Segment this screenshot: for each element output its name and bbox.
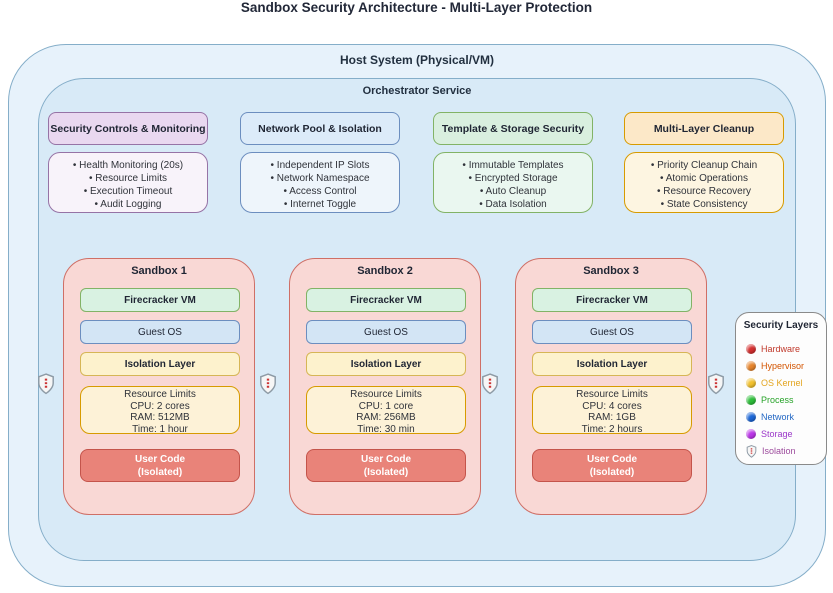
hardware-dot-icon bbox=[746, 344, 756, 354]
isolation-layer-box: Isolation Layer bbox=[532, 352, 692, 376]
legend-label: Network bbox=[761, 412, 795, 422]
firecracker-vm-box: Firecracker VM bbox=[532, 288, 692, 312]
user-code-box: User Code (Isolated) bbox=[80, 449, 240, 482]
shield-icon bbox=[260, 373, 276, 395]
hypervisor-dot-icon bbox=[746, 361, 756, 371]
legend-label: Process bbox=[761, 395, 794, 405]
resource-limits-title: Resource Limits bbox=[576, 389, 648, 400]
diagram-title: Sandbox Security Architecture - Multi-La… bbox=[240, 0, 593, 15]
legend-item-process: Process bbox=[746, 394, 794, 406]
service-details-template-storage: • Immutable Templates • Encrypted Storag… bbox=[433, 152, 593, 213]
resource-cpu: CPU: 2 cores bbox=[130, 400, 190, 412]
shield-icon bbox=[746, 444, 757, 458]
service-detail-item: • Network Namespace bbox=[270, 173, 370, 184]
resource-ram: RAM: 512MB bbox=[130, 412, 190, 423]
host-system-label: Host System (Physical/VM) bbox=[339, 53, 495, 67]
service-details-cleanup: • Priority Cleanup Chain • Atomic Operat… bbox=[624, 152, 784, 213]
sandbox-3: Sandbox 3 Firecracker VM Guest OS Isolat… bbox=[515, 258, 707, 515]
resource-cpu: CPU: 4 cores bbox=[582, 400, 642, 412]
sandbox-title: Sandbox 2 bbox=[357, 265, 413, 277]
resource-ram: RAM: 256MB bbox=[356, 412, 416, 423]
user-code-line: (Isolated) bbox=[137, 467, 183, 478]
service-detail-item: • Health Monitoring (20s) bbox=[72, 160, 184, 171]
service-detail-item: • Priority Cleanup Chain bbox=[650, 160, 758, 171]
isolation-layer-box: Isolation Layer bbox=[306, 352, 466, 376]
user-code-box: User Code (Isolated) bbox=[306, 449, 466, 482]
sandbox-2: Sandbox 2 Firecracker VM Guest OS Isolat… bbox=[289, 258, 481, 515]
os-kernel-dot-icon bbox=[746, 378, 756, 388]
firecracker-vm-box: Firecracker VM bbox=[306, 288, 466, 312]
guest-os-box: Guest OS bbox=[80, 320, 240, 344]
service-header-security-controls: Security Controls & Monitoring bbox=[48, 112, 208, 145]
service-detail-item: • Data Isolation bbox=[479, 199, 547, 210]
service-header-network-pool: Network Pool & Isolation bbox=[240, 112, 400, 145]
shield-icon bbox=[482, 373, 498, 395]
legend-label: Hypervisor bbox=[761, 361, 805, 371]
service-detail-item: • Independent IP Slots bbox=[270, 160, 370, 171]
service-header-cleanup: Multi-Layer Cleanup bbox=[624, 112, 784, 145]
service-detail-item: • Audit Logging bbox=[94, 199, 162, 210]
isolation-layer-box: Isolation Layer bbox=[80, 352, 240, 376]
guest-os-box: Guest OS bbox=[306, 320, 466, 344]
service-detail-item: • Resource Limits bbox=[89, 173, 167, 184]
legend-item-os-kernel: OS Kernel bbox=[746, 377, 803, 389]
shield-icon bbox=[708, 373, 724, 395]
resource-limits-title: Resource Limits bbox=[124, 389, 196, 400]
resource-limits-box: Resource Limits CPU: 1 core RAM: 256MB T… bbox=[306, 386, 466, 435]
user-code-line: (Isolated) bbox=[363, 467, 409, 478]
service-detail-item: • Resource Recovery bbox=[656, 186, 752, 197]
service-detail-item: • Execution Timeout bbox=[83, 186, 173, 197]
legend-item-network: Network bbox=[746, 411, 794, 423]
service-details-security-controls: • Health Monitoring (20s) • Resource Lim… bbox=[48, 152, 208, 213]
resource-time: Time: 30 min bbox=[357, 423, 415, 435]
user-code-line: User Code bbox=[134, 454, 185, 465]
sandbox-title: Sandbox 1 bbox=[131, 265, 187, 277]
legend-label: Isolation bbox=[762, 446, 796, 456]
service-header-template-storage: Template & Storage Security bbox=[433, 112, 593, 145]
legend-item-hardware: Hardware bbox=[746, 343, 800, 355]
resource-time: Time: 1 hour bbox=[132, 423, 188, 435]
sandbox-1: Sandbox 1 Firecracker VM Guest OS Isolat… bbox=[63, 258, 255, 515]
sandbox-title: Sandbox 3 bbox=[583, 265, 639, 277]
service-detail-item: • Atomic Operations bbox=[660, 173, 748, 184]
legend-item-hypervisor: Hypervisor bbox=[746, 360, 804, 372]
legend-label: Hardware bbox=[761, 344, 801, 354]
resource-limits-title: Resource Limits bbox=[350, 389, 422, 400]
guest-os-box: Guest OS bbox=[532, 320, 692, 344]
legend-label: OS Kernel bbox=[761, 378, 803, 388]
service-detail-item: • Encrypted Storage bbox=[468, 173, 558, 184]
resource-time: Time: 2 hours bbox=[581, 423, 643, 435]
resource-ram: RAM: 1GB bbox=[588, 412, 636, 423]
user-code-line: User Code bbox=[586, 454, 637, 465]
resource-limits-box: Resource Limits CPU: 4 cores RAM: 1GB Ti… bbox=[532, 386, 692, 435]
service-detail-item: • Immutable Templates bbox=[462, 160, 564, 171]
service-detail-item: • Access Control bbox=[283, 186, 357, 197]
shield-icon bbox=[38, 373, 54, 395]
user-code-box: User Code (Isolated) bbox=[532, 449, 692, 482]
legend-title: Security Layers bbox=[743, 320, 819, 331]
resource-limits-box: Resource Limits CPU: 2 cores RAM: 512MB … bbox=[80, 386, 240, 435]
network-dot-icon bbox=[746, 412, 756, 422]
service-detail-item: • Auto Cleanup bbox=[479, 186, 547, 197]
legend-item-storage: Storage bbox=[746, 428, 793, 440]
service-detail-item: • State Consistency bbox=[660, 199, 748, 210]
service-detail-item: • Internet Toggle bbox=[283, 199, 357, 210]
security-layers-legend: Security Layers Hardware Hypervisor OS K… bbox=[735, 312, 827, 465]
storage-dot-icon bbox=[746, 429, 756, 439]
firecracker-vm-box: Firecracker VM bbox=[80, 288, 240, 312]
legend-item-isolation: Isolation bbox=[746, 444, 796, 458]
service-details-network-pool: • Independent IP Slots • Network Namespa… bbox=[240, 152, 400, 213]
resource-cpu: CPU: 1 core bbox=[358, 400, 414, 412]
process-dot-icon bbox=[746, 395, 756, 405]
user-code-line: User Code bbox=[360, 454, 411, 465]
user-code-line: (Isolated) bbox=[589, 467, 635, 478]
legend-label: Storage bbox=[761, 429, 793, 439]
orchestrator-label: Orchestrator Service bbox=[362, 85, 472, 97]
